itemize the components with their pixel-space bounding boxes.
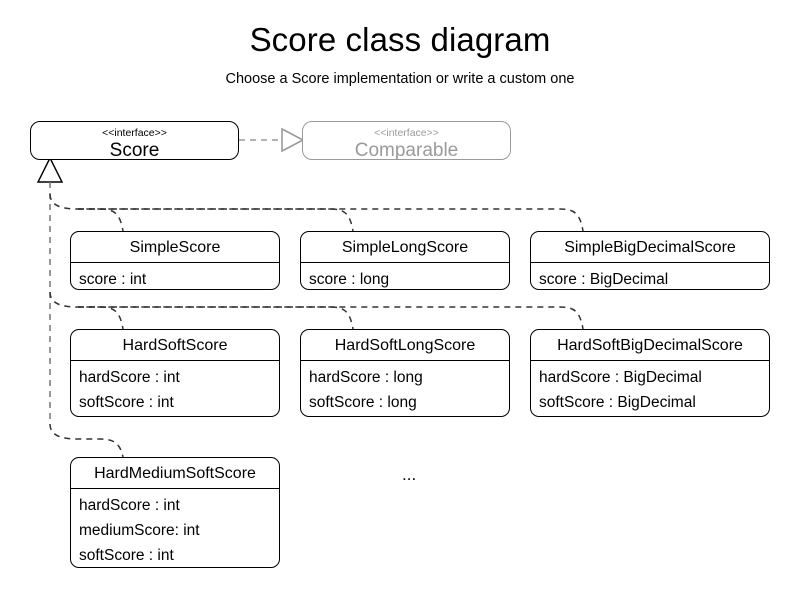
- class-header: HardSoftScore: [71, 330, 279, 361]
- comparable-stereotype: <<interface>>: [374, 127, 439, 139]
- class-header: SimpleBigDecimalScore: [531, 232, 769, 263]
- class-attributes: hardScore : BigDecimal softScore : BigDe…: [531, 361, 769, 420]
- attribute-row: hardScore : long: [309, 369, 423, 386]
- attribute-row: mediumScore: int: [79, 522, 200, 539]
- class-node-hard-soft-big-decimal-score[interactable]: HardSoftBigDecimalScore hardScore : BigD…: [530, 329, 770, 417]
- score-stereotype: <<interface>>: [102, 127, 167, 139]
- class-node-simple-long-score[interactable]: SimpleLongScore score : long: [300, 231, 510, 290]
- class-header: HardMediumSoftScore: [71, 458, 279, 489]
- class-header: SimpleScore: [71, 232, 279, 263]
- class-attributes: score : BigDecimal: [531, 263, 769, 297]
- class-node-score[interactable]: <<interface>> Score: [30, 121, 239, 161]
- class-attributes: hardScore : long softScore : long: [301, 361, 509, 420]
- page-title: Score class diagram: [249, 21, 551, 58]
- class-node-hard-medium-soft-score[interactable]: HardMediumSoftScore hardScore : int medi…: [70, 457, 280, 568]
- edge-hard-medium-soft: [49, 423, 124, 458]
- attribute-row: score : long: [309, 271, 390, 288]
- class-attributes: score : long: [301, 263, 509, 297]
- class-node-comparable[interactable]: <<interface>> Comparable: [302, 121, 511, 161]
- edge-group-simple-row: [49, 193, 584, 232]
- attribute-row: softScore : int: [79, 547, 174, 564]
- attribute-row: score : int: [79, 271, 147, 288]
- class-node-simple-big-decimal-score[interactable]: SimpleBigDecimalScore score : BigDecimal: [530, 231, 770, 290]
- more-classes-ellipsis: ...: [402, 465, 417, 484]
- class-attributes: hardScore : int mediumScore: int softSco…: [71, 489, 279, 573]
- class-attributes: hardScore : int softScore : int: [71, 361, 279, 420]
- class-header: HardSoftLongScore: [301, 330, 509, 361]
- class-node-hard-soft-long-score[interactable]: HardSoftLongScore hardScore : long softS…: [300, 329, 510, 417]
- class-header: SimpleLongScore: [301, 232, 509, 263]
- attribute-row: softScore : BigDecimal: [539, 394, 696, 411]
- page-subtitle: Choose a Score implementation or write a…: [225, 71, 575, 87]
- edge-group-hardsoft-row: [49, 291, 584, 330]
- attribute-row: softScore : int: [79, 394, 174, 411]
- class-node-simple-score[interactable]: SimpleScore score : int: [70, 231, 280, 290]
- class-header: HardSoftBigDecimalScore: [531, 330, 769, 361]
- attribute-row: softScore : long: [309, 394, 417, 411]
- class-node-hard-soft-score[interactable]: HardSoftScore hardScore : int softScore …: [70, 329, 280, 417]
- comparable-name: Comparable: [354, 140, 459, 161]
- attribute-row: score : BigDecimal: [539, 271, 669, 288]
- attribute-row: hardScore : int: [79, 497, 180, 514]
- class-attributes: score : int: [71, 263, 279, 297]
- attribute-row: hardScore : BigDecimal: [539, 369, 702, 386]
- edge-score-to-comparable: [239, 127, 305, 153]
- score-name: Score: [109, 140, 160, 161]
- attribute-row: hardScore : int: [79, 369, 180, 386]
